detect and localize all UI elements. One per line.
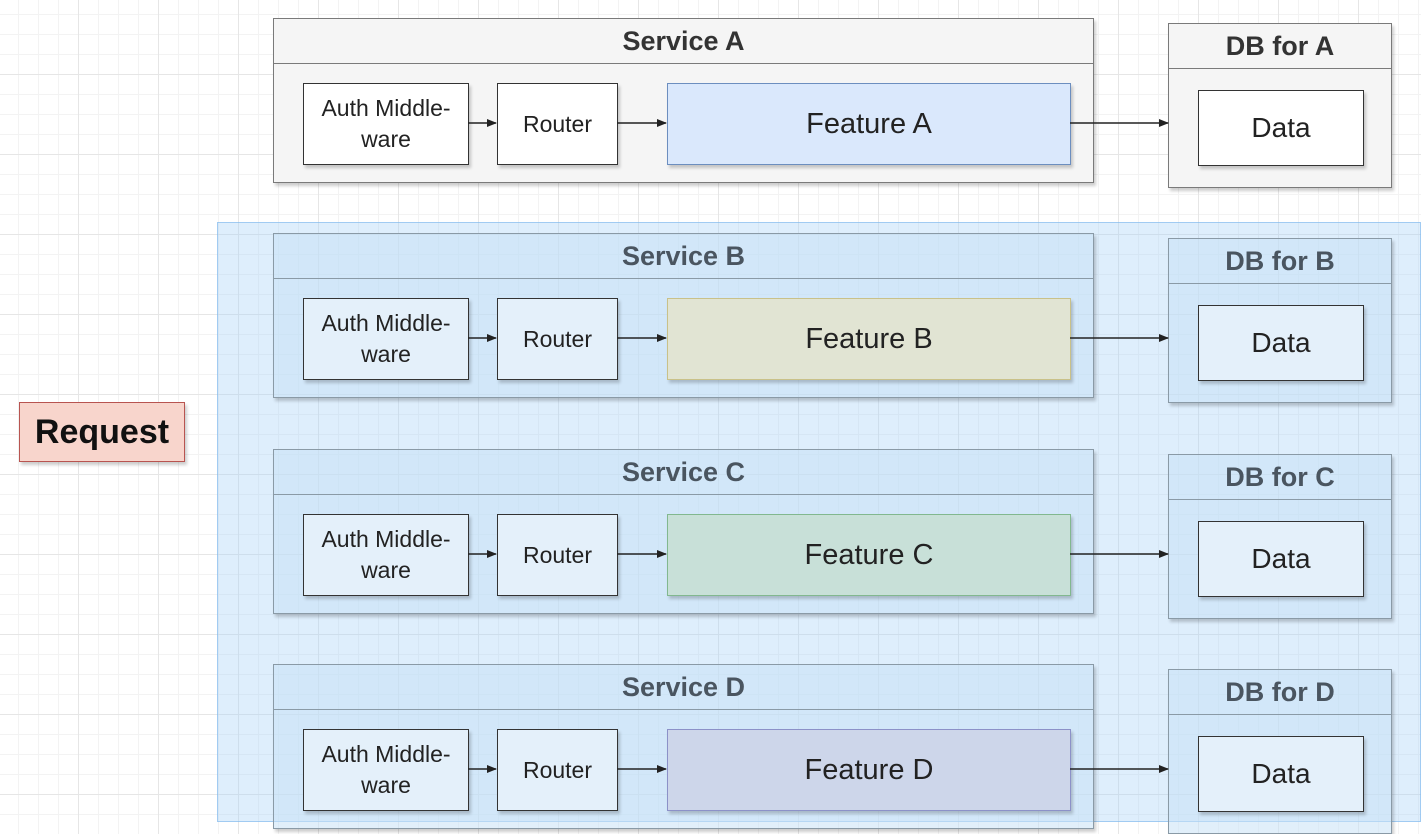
auth-middleware-box[interactable]: Auth Middle- ware [303, 729, 469, 811]
feature-c-box[interactable]: Feature C [667, 514, 1071, 596]
db-b-title: DB for B [1169, 239, 1391, 284]
service-a-title: Service A [274, 19, 1093, 64]
router-box[interactable]: Router [497, 729, 618, 811]
service-d-title: Service D [274, 665, 1093, 710]
data-b-box[interactable]: Data [1198, 305, 1364, 381]
request-box[interactable]: Request [19, 402, 185, 462]
data-c-box[interactable]: Data [1198, 521, 1364, 597]
router-box[interactable]: Router [497, 83, 618, 165]
router-box[interactable]: Router [497, 298, 618, 380]
feature-d-box[interactable]: Feature D [667, 729, 1071, 811]
data-a-box[interactable]: Data [1198, 90, 1364, 166]
service-b-title: Service B [274, 234, 1093, 279]
service-d-group: Service D Auth Middle- ware Router Feature … [273, 664, 1094, 829]
service-c-title: Service C [274, 450, 1093, 495]
auth-middleware-box[interactable]: Auth Middle- ware [303, 298, 469, 380]
db-c-title: DB for C [1169, 455, 1391, 500]
router-box[interactable]: Router [497, 514, 618, 596]
arrows-layer [468, 119, 1169, 773]
feature-a-box[interactable]: Feature A [667, 83, 1071, 165]
auth-middleware-box[interactable]: Auth Middle- ware [303, 83, 469, 165]
db-b-group: DB for B Data [1168, 238, 1392, 403]
db-d-title: DB for D [1169, 670, 1391, 715]
service-b-group: Service B Auth Middle- ware Router Feature … [273, 233, 1094, 398]
feature-b-box[interactable]: Feature B [667, 298, 1071, 380]
service-a-group: Service A Auth Middle- ware Router Feature … [273, 18, 1094, 183]
data-d-box[interactable]: Data [1198, 736, 1364, 812]
db-a-group: DB for A Data [1168, 23, 1392, 188]
db-c-group: DB for C Data [1168, 454, 1392, 619]
db-a-title: DB for A [1169, 24, 1391, 69]
auth-middleware-box[interactable]: Auth Middle- ware [303, 514, 469, 596]
service-c-group: Service C Auth Middle- ware Router Feature … [273, 449, 1094, 614]
